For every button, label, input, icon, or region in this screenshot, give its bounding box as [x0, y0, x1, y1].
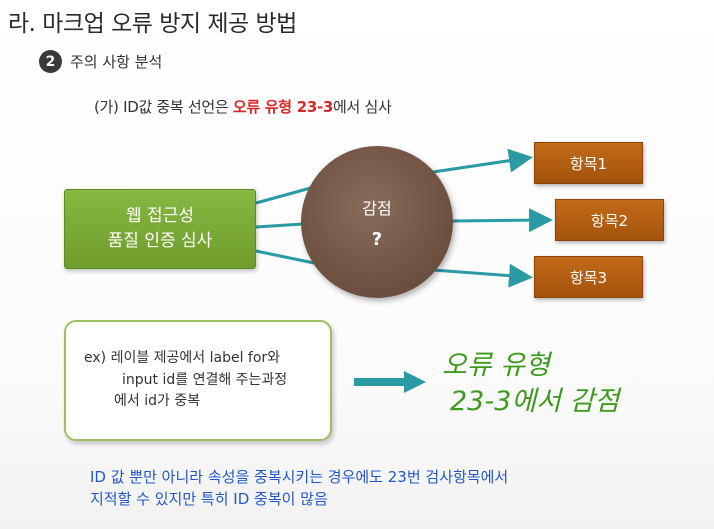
result-text: 오류 유형 23-3에서 감점 [442, 348, 619, 421]
source-line-2: 품질 인증 심사 [107, 231, 213, 251]
example-line-2: input id를 연결해 주는과정 [122, 371, 288, 388]
item-box-1: 항목1 [534, 142, 643, 184]
deduction-circle: 감점 ? [301, 146, 453, 298]
output-arrow-2 [452, 208, 553, 233]
subtitle-text: 주의 사항 분석 [70, 53, 163, 71]
subtitle: 2 주의 사항 분석 [39, 50, 162, 73]
example-line-1: ex) 레이블 제공에서 label for와 [84, 349, 281, 366]
example-line-3: 에서 id가 중복 [114, 393, 201, 410]
page-title: 라. 마크업 오류 방지 제공 방법 [8, 11, 297, 37]
item-box-3: 항목3 [534, 256, 643, 298]
center-label: 감점 [362, 198, 392, 218]
source-box: 웹 접근성 품질 인증 심사 [64, 189, 256, 269]
note-line-1: ID 값 뿐만 아니라 속성을 중복시키는 경우에도 23번 검사항목에서 [90, 468, 509, 486]
question-mark: ? [371, 228, 383, 250]
right-arrow-icon [354, 371, 426, 393]
section-suffix: 에서 심사 [333, 98, 392, 116]
example-box: ex) 레이블 제공에서 label for와 input id를 연결해 주는… [64, 320, 332, 441]
note-line-2: 지적할 수 있지만 특히 ID 중복이 많음 [90, 489, 328, 508]
output-arrow-3 [432, 263, 533, 288]
input-connector-2 [255, 222, 304, 229]
result-line-1: 오류 유형 [442, 350, 550, 381]
result-line-2: 23-3에서 감점 [450, 386, 620, 418]
section-highlight: 오류 유형 23-3 [232, 98, 334, 116]
source-line-1: 웹 접근성 [126, 206, 194, 227]
number-badge: 2 [39, 50, 62, 73]
section-heading: (가) ID값 중복 선언은 오류 유형 23-3에서 심사 [94, 96, 392, 117]
output-arrow-1 [432, 148, 533, 174]
section-prefix: (가) ID값 중복 선언은 [94, 98, 233, 116]
item-box-2: 항목2 [555, 199, 664, 241]
input-connector-3 [255, 249, 315, 265]
note-text: ID 값 뿐만 아니라 속성을 중복시키는 경우에도 23번 검사항목에서 지적… [90, 467, 508, 511]
